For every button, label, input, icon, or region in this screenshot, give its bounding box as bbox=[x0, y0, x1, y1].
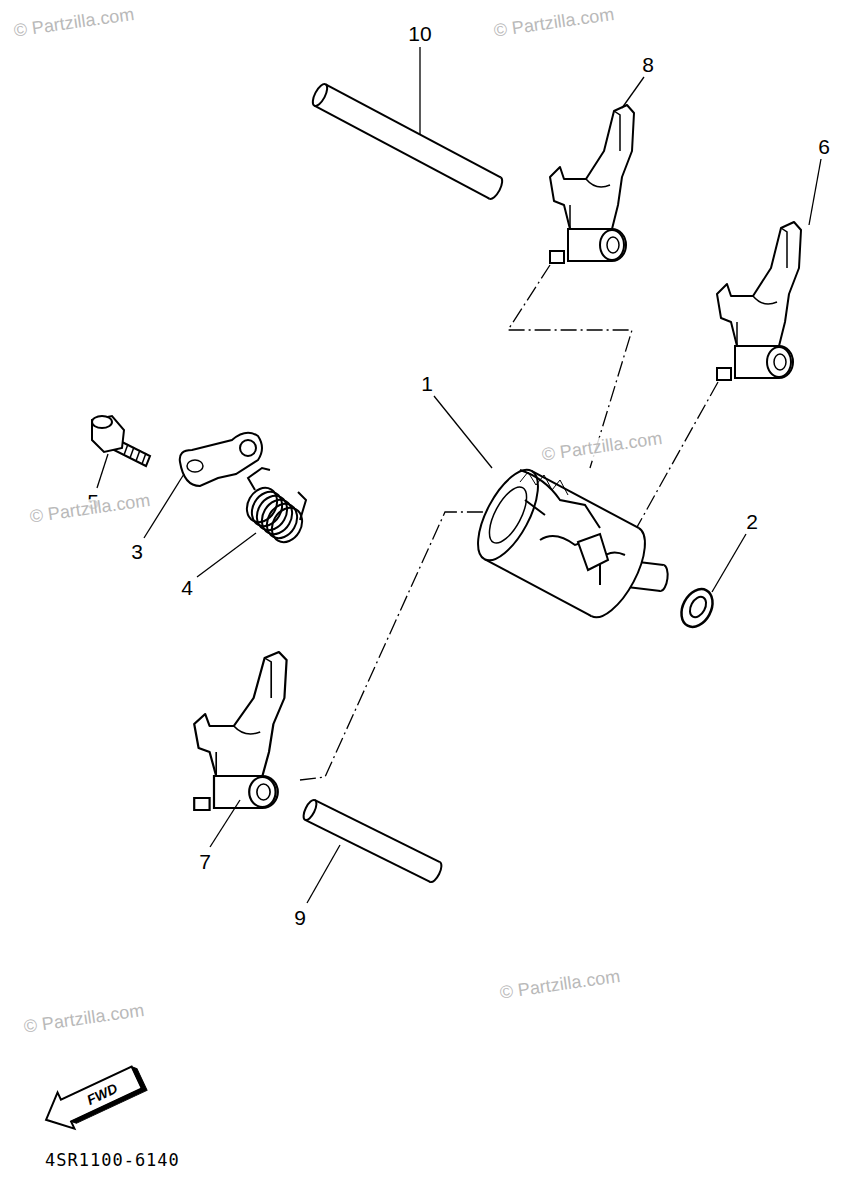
parts-illustration bbox=[38, 47, 821, 1138]
leader-line bbox=[809, 159, 821, 225]
shift-guide-bar-face bbox=[301, 798, 319, 822]
shift-guide-bar-body bbox=[314, 84, 500, 198]
cam-drum bbox=[466, 461, 657, 626]
shift-guide-bar-face bbox=[310, 82, 330, 108]
shift-guide-bar-edge bbox=[315, 800, 440, 862]
cam-groove bbox=[520, 470, 625, 585]
shift-fork-detail bbox=[216, 658, 271, 776]
cam-drum-edge bbox=[484, 559, 591, 616]
shift-fork bbox=[550, 105, 634, 263]
watermark: © Partzilla.com bbox=[497, 967, 624, 1004]
shift-fork-pin bbox=[550, 251, 564, 263]
watermark: © Partzilla.com bbox=[21, 1001, 148, 1038]
watermark: © Partzilla.com bbox=[491, 5, 618, 42]
spring-leg bbox=[248, 468, 306, 520]
shift-fork-boss bbox=[568, 229, 626, 261]
callout-number: 1 bbox=[419, 372, 435, 395]
washer-inner bbox=[687, 594, 710, 620]
torsion-spring bbox=[241, 468, 308, 548]
shift-fork-body bbox=[194, 652, 286, 776]
cam-ring bbox=[482, 482, 534, 549]
shift-guide-bar bbox=[310, 82, 505, 201]
shift-guide-bar bbox=[301, 798, 444, 884]
callout-number: 6 bbox=[816, 135, 832, 158]
lever-roller bbox=[240, 440, 256, 456]
watermark: © Partzilla.com bbox=[539, 429, 666, 466]
shift-fork bbox=[194, 652, 286, 810]
leader-line bbox=[712, 534, 746, 592]
forward-arrow bbox=[38, 1058, 149, 1138]
assembly-guides bbox=[300, 265, 718, 780]
shift-guide-bar-edge bbox=[326, 84, 501, 177]
shift-fork-detail bbox=[737, 228, 787, 346]
leader-line bbox=[97, 454, 108, 488]
callout-number: 10 bbox=[406, 22, 433, 45]
forward-arrow-shadow bbox=[61, 1065, 147, 1125]
callout-number: 2 bbox=[744, 510, 760, 533]
shift-fork-hole bbox=[257, 784, 270, 800]
shift-fork-pin bbox=[194, 798, 209, 810]
leader-lines bbox=[97, 47, 821, 903]
leader-line bbox=[434, 396, 492, 468]
watermark: © Partzilla.com bbox=[11, 5, 138, 42]
guide-line bbox=[627, 382, 718, 545]
callout-number: 8 bbox=[640, 53, 656, 76]
bolt-thread bbox=[124, 444, 146, 464]
shift-fork-body bbox=[717, 222, 801, 346]
bolt bbox=[92, 416, 150, 466]
callout-number: 7 bbox=[197, 850, 213, 873]
callout-number: 9 bbox=[292, 906, 308, 929]
leader-line bbox=[622, 77, 644, 108]
shift-fork-hole bbox=[607, 237, 619, 253]
shift-fork-bore bbox=[249, 777, 275, 807]
shift-fork bbox=[717, 222, 801, 380]
part-code: 4SR1100-6140 bbox=[45, 1150, 180, 1170]
leader-line bbox=[197, 533, 256, 577]
shift-fork-pin bbox=[717, 368, 731, 380]
lever-hole bbox=[187, 460, 203, 472]
leader-line bbox=[307, 845, 340, 903]
leader-line bbox=[210, 800, 240, 847]
cam-drum-edge bbox=[532, 471, 639, 528]
callout-number: 3 bbox=[129, 540, 145, 563]
shift-fork-bore bbox=[600, 230, 624, 260]
cam-groove bbox=[520, 472, 568, 495]
shift-fork-body bbox=[550, 105, 634, 229]
bolt-head bbox=[92, 416, 124, 452]
spring-coil bbox=[266, 502, 308, 547]
shift-fork-boss bbox=[735, 346, 793, 378]
bolt-top bbox=[92, 416, 112, 428]
shift-fork-bore bbox=[767, 347, 791, 377]
shift-cam bbox=[466, 461, 669, 626]
shift-fork-boss bbox=[214, 776, 278, 808]
callout-number: 4 bbox=[179, 576, 195, 599]
cam-slot bbox=[578, 534, 608, 570]
shift-guide-bar-edge bbox=[314, 106, 489, 199]
leader-line bbox=[419, 47, 420, 134]
shift-fork-detail bbox=[570, 111, 620, 229]
shift-fork-hole bbox=[774, 354, 786, 370]
